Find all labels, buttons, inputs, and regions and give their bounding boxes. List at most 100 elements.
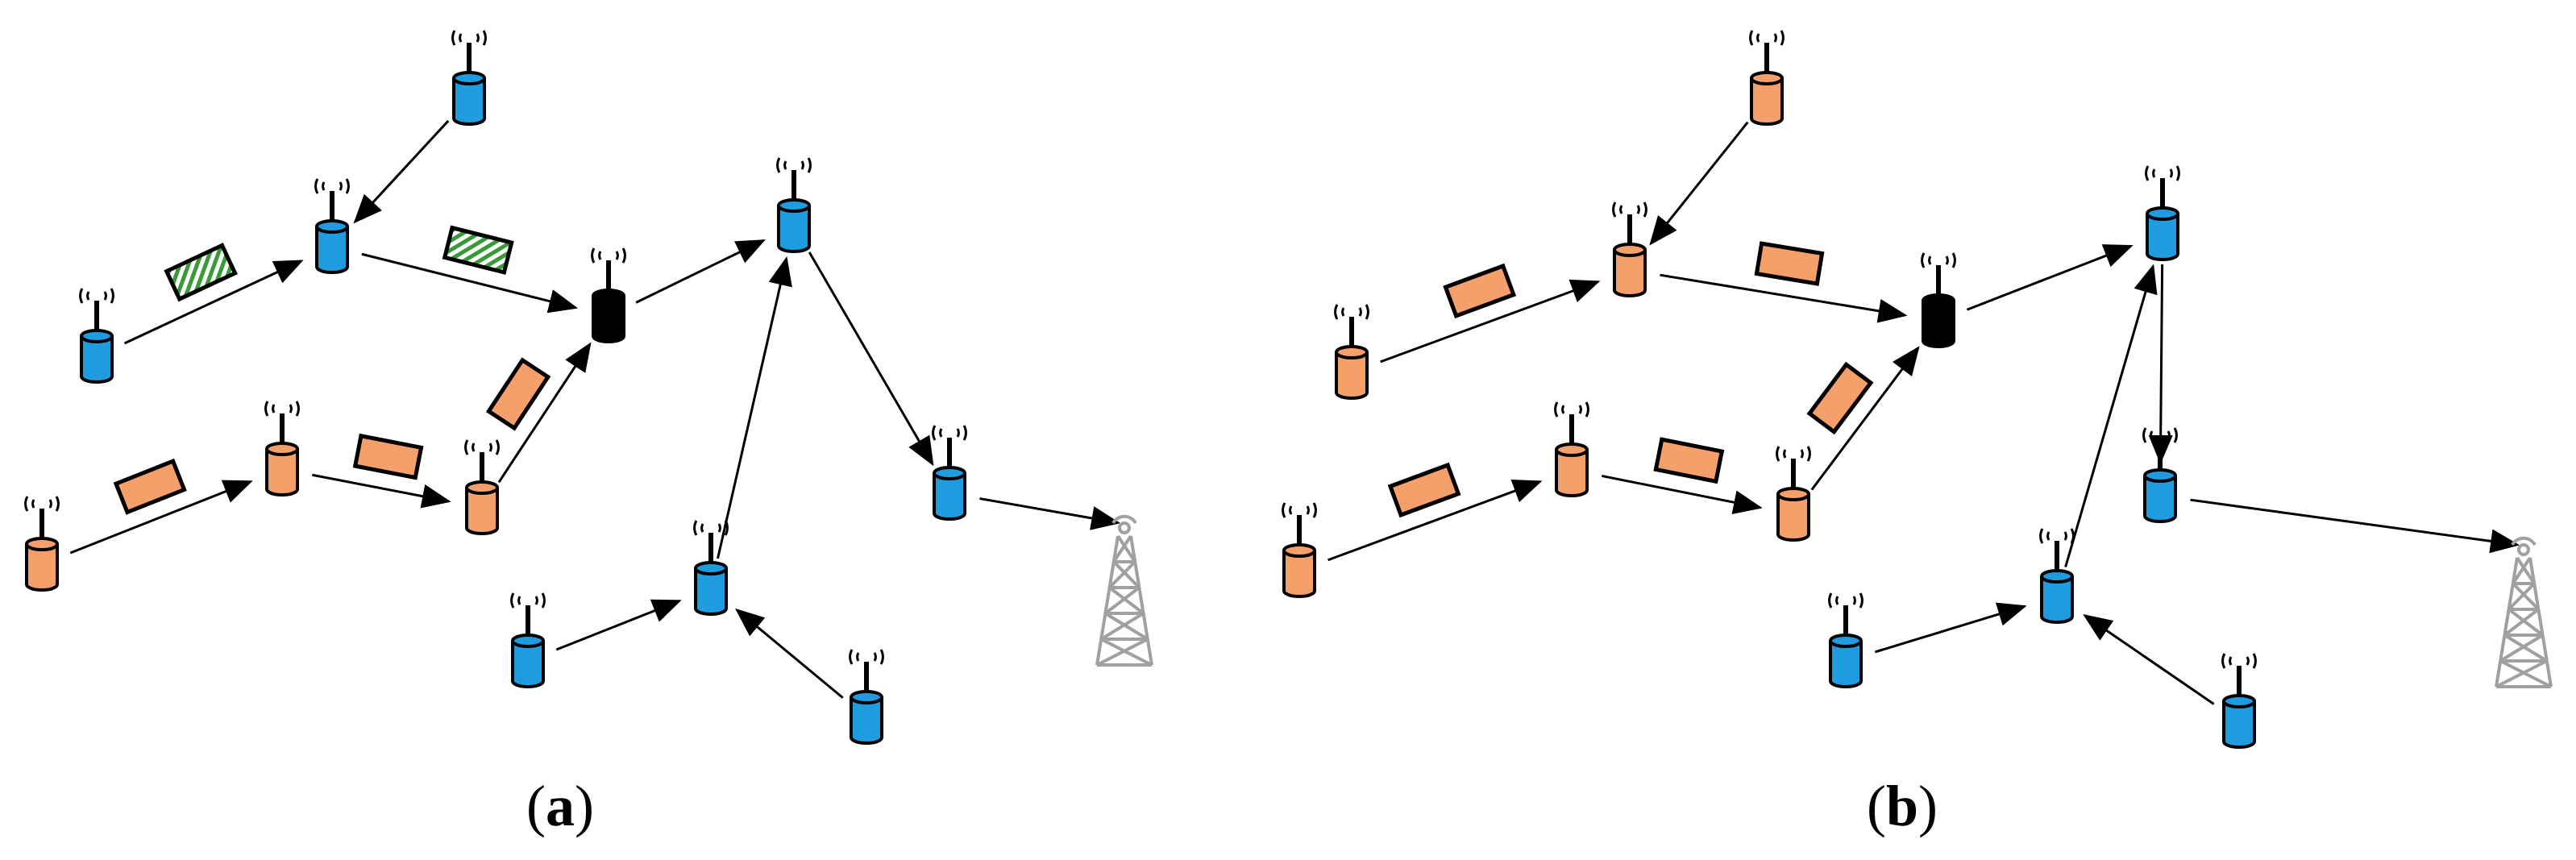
signal-waves-icon bbox=[1612, 201, 1647, 218]
data-packet-icon bbox=[352, 433, 424, 480]
signal-waves-icon bbox=[2039, 528, 2075, 544]
sensor-node-icon bbox=[1282, 550, 1316, 598]
sensor-node-a-n1 bbox=[79, 288, 114, 384]
signal-waves-icon bbox=[1749, 30, 1785, 46]
signal-waves-icon bbox=[1776, 446, 1811, 462]
signal-waves-icon bbox=[693, 520, 729, 536]
sensor-node-icon bbox=[2146, 214, 2179, 261]
data-packet-icon bbox=[164, 243, 238, 302]
link-arrow bbox=[69, 480, 253, 555]
sensor-node-icon bbox=[1613, 250, 1647, 297]
signal-waves-icon bbox=[591, 247, 626, 264]
sensor-node-icon bbox=[1555, 450, 1589, 497]
data-packet-icon bbox=[485, 357, 551, 431]
sensor-node-a-n8 bbox=[464, 439, 500, 535]
signal-waves-icon bbox=[2221, 653, 2257, 669]
link-arrow bbox=[979, 497, 1121, 530]
signal-waves-icon bbox=[314, 178, 350, 194]
link-arrow bbox=[2064, 264, 2158, 567]
sensor-node-icon bbox=[1776, 494, 1810, 542]
link-arrow bbox=[735, 608, 844, 699]
link-arrow bbox=[353, 119, 450, 224]
signal-waves-icon bbox=[24, 496, 60, 512]
base-station-tower-icon bbox=[2495, 536, 2553, 688]
signal-waves-icon bbox=[451, 30, 487, 46]
link-arrow bbox=[1966, 244, 2134, 311]
link-arrow bbox=[1601, 474, 1763, 514]
panel-a-links bbox=[69, 119, 1121, 699]
panel-b-caption: (b) bbox=[1866, 774, 1938, 838]
signal-waves-icon bbox=[510, 592, 546, 609]
sensor-node-a-n12 bbox=[849, 649, 884, 745]
signal-waves-icon bbox=[932, 425, 967, 441]
sensor-node-icon bbox=[1922, 301, 1955, 348]
sensor-node-a-n5 bbox=[776, 157, 812, 253]
sensor-node-icon bbox=[1750, 78, 1784, 126]
panel-b-packets bbox=[1387, 241, 1874, 518]
signal-waves-icon bbox=[776, 157, 812, 173]
sensor-node-b-n6 bbox=[1282, 502, 1317, 598]
sensor-node-icon bbox=[933, 473, 966, 521]
sensor-node-icon bbox=[465, 488, 499, 535]
link-arrow bbox=[2148, 264, 2173, 465]
sensor-node-icon bbox=[592, 296, 625, 343]
link-arrow bbox=[1380, 279, 1601, 364]
link-arrow bbox=[2190, 498, 2520, 554]
sensor-node-a-n6 bbox=[24, 496, 60, 592]
sensor-node-b-n4 bbox=[1921, 252, 1956, 348]
sensor-node-icon bbox=[265, 449, 299, 496]
base-stations bbox=[1095, 514, 2553, 688]
sensor-node-icon bbox=[1829, 641, 1863, 688]
link-arrow bbox=[1874, 602, 2027, 654]
link-arrow bbox=[123, 260, 304, 345]
link-arrow bbox=[2083, 614, 2215, 705]
sensor-node-icon bbox=[25, 544, 59, 592]
sensor-node-a-n4 bbox=[591, 247, 626, 343]
sensor-node-b-n1 bbox=[1334, 304, 1369, 400]
data-packet-icon bbox=[1443, 263, 1517, 319]
data-packet-icon bbox=[1387, 462, 1461, 518]
sensor-node-icon bbox=[2143, 476, 2177, 523]
data-packet-icon bbox=[1653, 437, 1725, 484]
panel-b-nodes bbox=[1282, 30, 2257, 749]
signal-waves-icon bbox=[2145, 165, 2180, 181]
link-arrow bbox=[808, 251, 934, 467]
sensor-node-a-n9 bbox=[932, 425, 967, 521]
sensor-node-icon bbox=[452, 78, 486, 126]
signal-waves-icon bbox=[1554, 401, 1589, 418]
link-arrow bbox=[1810, 346, 1920, 491]
link-arrow bbox=[497, 342, 592, 484]
sensor-node-a-n7 bbox=[264, 401, 300, 496]
signal-waves-icon bbox=[79, 288, 114, 304]
data-packet-icon bbox=[113, 458, 187, 515]
sensor-node-b-n2 bbox=[1612, 201, 1647, 297]
sensor-node-icon bbox=[80, 336, 114, 384]
sensor-node-a-n2 bbox=[314, 178, 350, 274]
signal-waves-icon bbox=[464, 439, 500, 455]
sensor-node-icon bbox=[694, 568, 728, 616]
link-arrow bbox=[361, 252, 579, 314]
data-packet-icon bbox=[1806, 361, 1874, 435]
link-arrow bbox=[312, 473, 451, 509]
data-packet-icon bbox=[442, 225, 514, 275]
link-arrow bbox=[1327, 479, 1543, 562]
sensor-node-b-n9 bbox=[2142, 427, 2178, 523]
sensor-node-b-n11 bbox=[1828, 592, 1863, 688]
sensor-node-icon bbox=[777, 206, 811, 253]
panel-a-letter: a bbox=[546, 774, 575, 838]
sensor-node-b-n3 bbox=[1749, 30, 1785, 126]
panel-a-caption: (a) bbox=[526, 774, 594, 838]
link-arrow bbox=[1649, 121, 1749, 246]
base-station-tower-icon bbox=[1095, 514, 1153, 667]
panel-b-links bbox=[1327, 121, 2520, 705]
panel-a-packets bbox=[113, 225, 551, 515]
sensor-node-icon bbox=[2222, 701, 2256, 749]
link-arrow bbox=[717, 256, 792, 559]
link-arrow bbox=[555, 599, 682, 651]
sensor-node-a-n3 bbox=[451, 30, 487, 126]
signal-waves-icon bbox=[849, 649, 884, 665]
sensor-node-b-n8 bbox=[1776, 446, 1811, 542]
sensor-node-icon bbox=[511, 641, 545, 688]
signal-waves-icon bbox=[264, 401, 300, 417]
